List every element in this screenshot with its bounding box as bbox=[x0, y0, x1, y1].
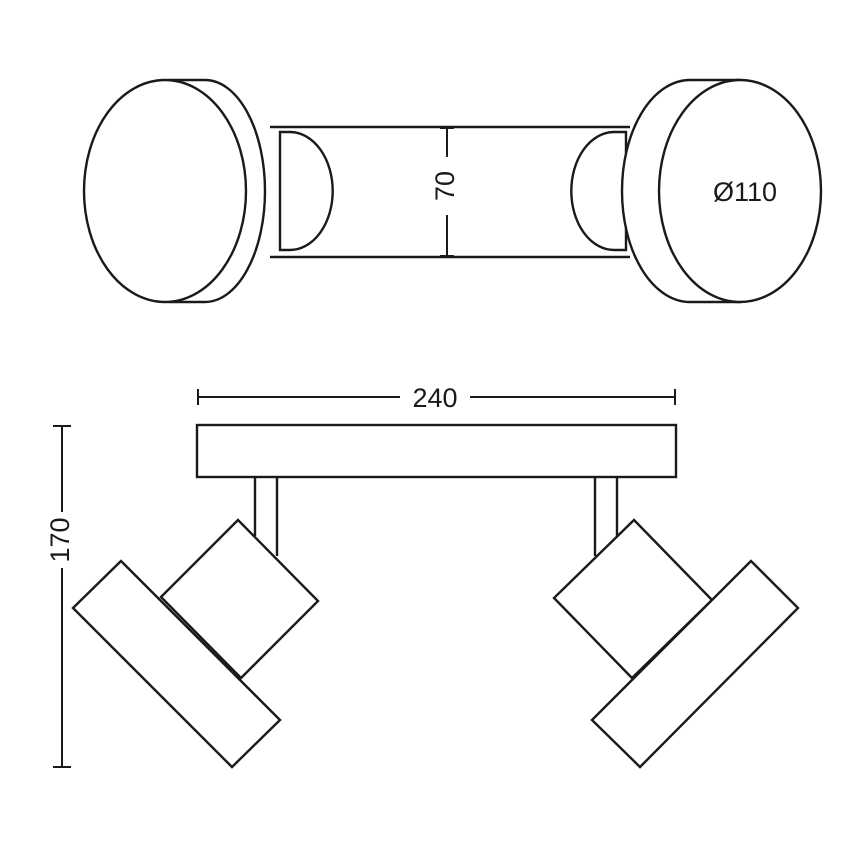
left-joint bbox=[278, 130, 334, 252]
left-spot-head bbox=[71, 518, 320, 769]
top-view: 70 Ø110 bbox=[82, 78, 823, 304]
base-plate bbox=[195, 423, 678, 479]
left-spot-lens-housing bbox=[71, 559, 282, 769]
right-spot-head bbox=[552, 518, 800, 769]
bar-width-label: 70 bbox=[430, 171, 460, 201]
front-view: 240 170 bbox=[45, 383, 800, 769]
left-head-face bbox=[82, 78, 248, 304]
right-head bbox=[620, 78, 823, 304]
overall-length-dimension: 240 bbox=[197, 383, 676, 413]
overall-height-label: 170 bbox=[45, 517, 75, 562]
overall-length-label: 240 bbox=[412, 383, 457, 413]
overall-height-dimension: 170 bbox=[45, 425, 75, 768]
right-head-face bbox=[657, 78, 823, 304]
left-spot-body bbox=[159, 518, 320, 680]
bar-width-dimension: 70 bbox=[430, 127, 460, 257]
right-joint bbox=[570, 130, 628, 252]
head-diameter-label: Ø110 bbox=[713, 177, 777, 207]
left-head bbox=[82, 78, 267, 304]
right-spot-lens-housing bbox=[590, 559, 800, 769]
